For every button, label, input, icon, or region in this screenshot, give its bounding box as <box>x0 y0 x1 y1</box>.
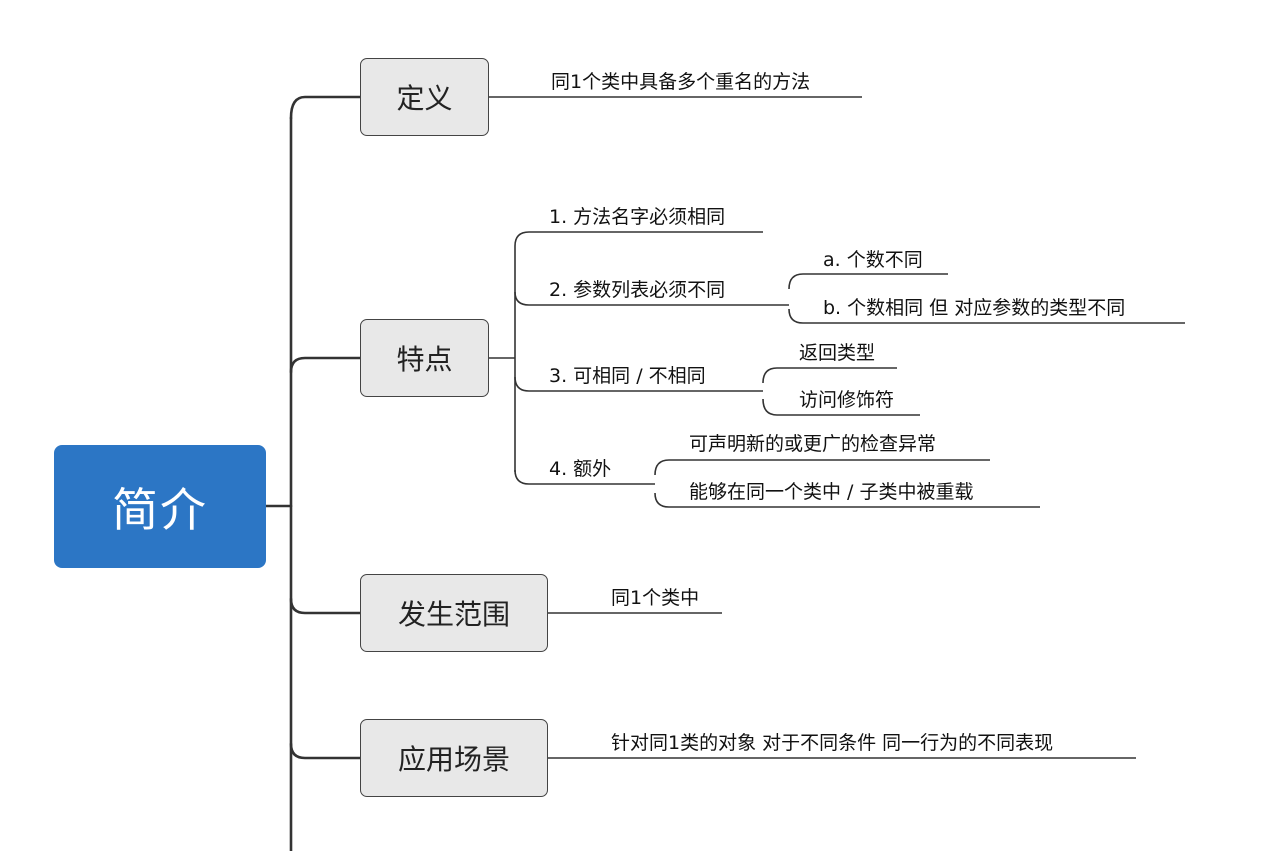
feature-item-3[interactable]: 3. 可相同 / 不相同 <box>549 365 706 387</box>
scenario-leaf[interactable]: 针对同1类的对象 对于不同条件 同一行为的不同表现 <box>611 732 1054 754</box>
feature-item-3a[interactable]: 返回类型 <box>799 342 876 364</box>
root-node[interactable]: 简介 <box>54 445 266 568</box>
branch-scenario[interactable]: 应用场景 <box>360 719 548 797</box>
feature-item-2b[interactable]: b. 个数相同 但 对应参数的类型不同 <box>823 297 1126 319</box>
branch-features[interactable]: 特点 <box>360 319 489 397</box>
branch-scope-label: 发生范围 <box>397 598 510 631</box>
branch-definition[interactable]: 定义 <box>360 58 489 136</box>
branch-scenario-label: 应用场景 <box>397 743 510 776</box>
feature-item-4b[interactable]: 能够在同一个类中 / 子类中被重载 <box>689 481 974 503</box>
scope-leaf[interactable]: 同1个类中 <box>611 587 700 609</box>
feature-item-2[interactable]: 2. 参数列表必须不同 <box>549 279 726 301</box>
branch-definition-label: 定义 <box>396 82 453 115</box>
branch-features-label: 特点 <box>396 343 453 376</box>
feature-item-1[interactable]: 1. 方法名字必须相同 <box>549 206 726 228</box>
feature-item-4a[interactable]: 可声明新的或更广的检查异常 <box>689 433 937 455</box>
definition-leaf[interactable]: 同1个类中具备多个重名的方法 <box>551 71 811 93</box>
feature-item-2a[interactable]: a. 个数不同 <box>823 249 923 271</box>
root-label: 简介 <box>112 482 208 537</box>
feature-item-3b[interactable]: 访问修饰符 <box>799 389 895 411</box>
branch-scope[interactable]: 发生范围 <box>360 574 548 652</box>
feature-item-4[interactable]: 4. 额外 <box>549 458 612 480</box>
